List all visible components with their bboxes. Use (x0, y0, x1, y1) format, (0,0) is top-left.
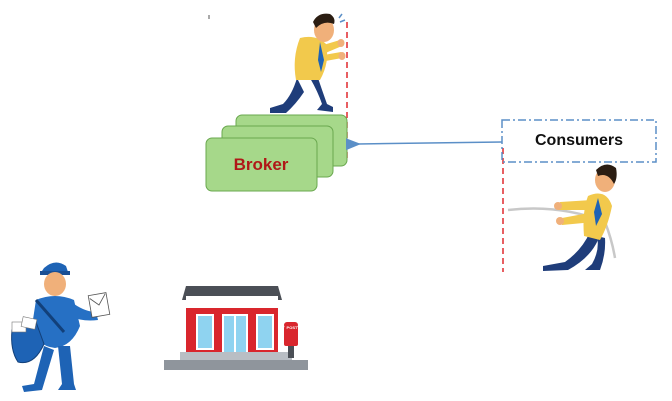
pushing-man-illustration (270, 13, 346, 113)
broker-stack (205, 114, 348, 192)
consumers-box (501, 119, 657, 163)
consume-arrow (345, 138, 503, 151)
post-office-sign: POST OFFICE (223, 300, 273, 307)
mailman-illustration (11, 262, 111, 392)
broker-box-front (205, 137, 318, 192)
broker-label: Broker (233, 155, 289, 174)
consumers-label: Consumers (534, 132, 624, 149)
pulling-man-illustration (507, 164, 617, 271)
mailbox-sign: POST (286, 325, 298, 330)
post-office-illustration (164, 286, 308, 370)
